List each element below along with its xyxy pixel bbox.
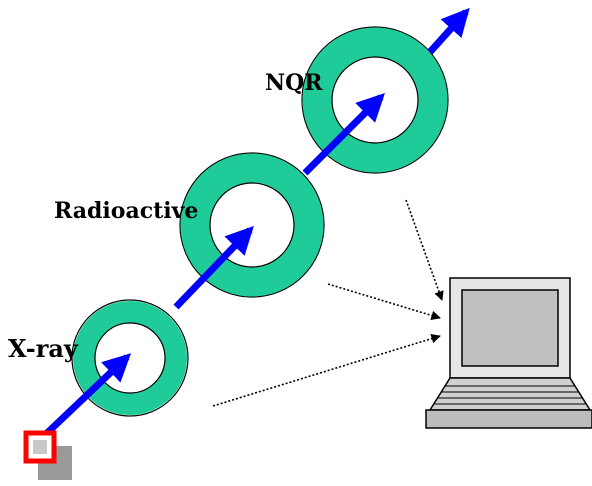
beam-segment-4	[427, 7, 470, 55]
beam-segment-3	[302, 93, 385, 176]
signal-arrow-nqr	[405, 199, 444, 301]
label-xray: X-ray	[8, 334, 79, 363]
beam-path	[42, 7, 470, 438]
beam-segment-2	[173, 225, 254, 310]
laptop-icon	[425, 277, 592, 429]
label-radioactive: Radioactive	[54, 198, 198, 224]
signal-arrow-radioactive	[327, 283, 441, 321]
radiation-source-icon	[23, 430, 72, 480]
label-nqr: NQR	[265, 70, 323, 96]
ring-xray	[71, 299, 189, 417]
beam-segment-1	[42, 353, 132, 438]
signal-arrow-xray	[212, 333, 441, 407]
signal-arrows	[212, 199, 444, 407]
